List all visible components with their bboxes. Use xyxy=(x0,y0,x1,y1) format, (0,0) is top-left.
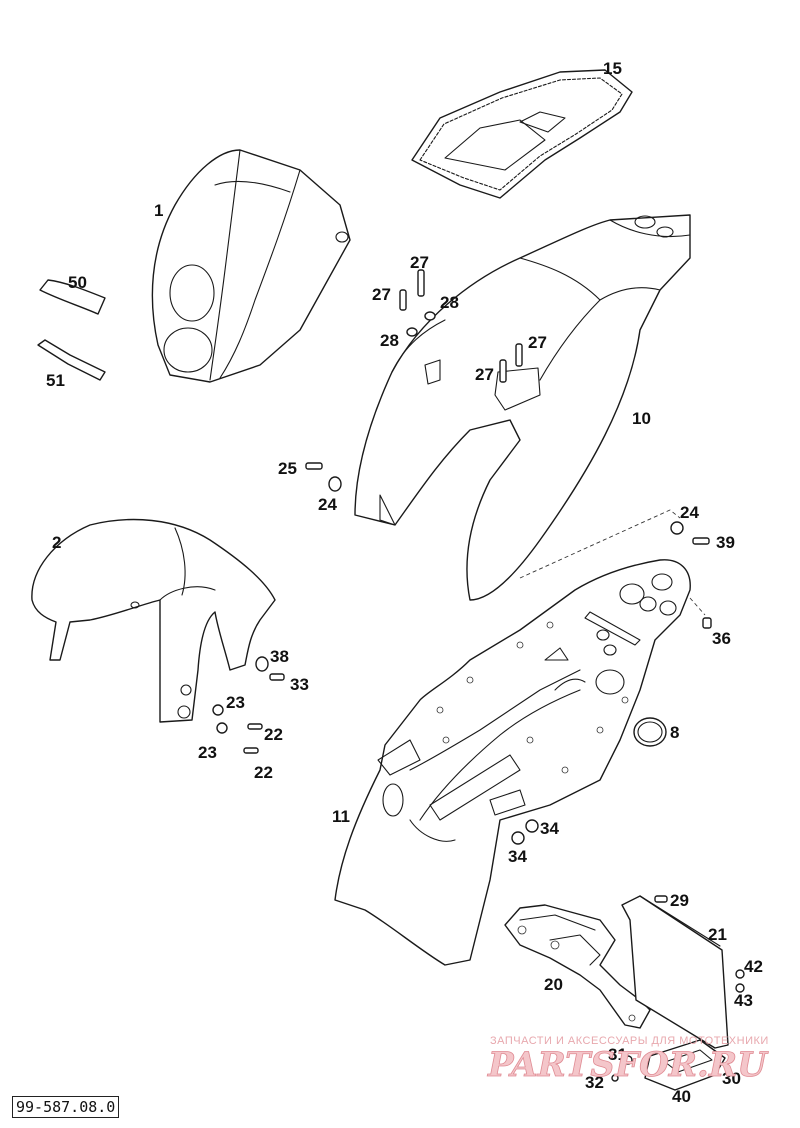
callout-2: 2 xyxy=(52,533,61,552)
callout-29: 29 xyxy=(670,891,689,910)
callouts: 15 1 50 51 27 27 28 28 27 27 10 25 24 24… xyxy=(46,59,763,1106)
callout-21: 21 xyxy=(708,925,727,944)
part-50-sticker xyxy=(39,279,106,315)
drawing-code: 99-587.08.0 xyxy=(12,1096,120,1118)
callout-33: 33 xyxy=(290,675,309,694)
part-21-plate-holder xyxy=(621,895,729,1049)
callout-40: 40 xyxy=(672,1087,691,1106)
callout-22: 22 xyxy=(254,763,273,782)
callout-10: 10 xyxy=(632,409,651,428)
callout-22: 22 xyxy=(264,725,283,744)
callout-50: 50 xyxy=(68,273,87,292)
leader-line xyxy=(519,509,681,579)
callout-27: 27 xyxy=(528,333,547,352)
callout-43: 43 xyxy=(734,991,753,1010)
callout-11: 11 xyxy=(332,807,350,826)
part-1-headlight-mask xyxy=(151,149,351,383)
callout-28: 28 xyxy=(380,331,399,350)
callout-34: 34 xyxy=(508,847,527,866)
callout-27: 27 xyxy=(475,365,494,384)
callout-15: 15 xyxy=(603,59,622,78)
callout-27: 27 xyxy=(372,285,391,304)
callout-24: 24 xyxy=(680,503,699,522)
fasteners-34 xyxy=(511,819,539,845)
callout-31: 31 xyxy=(608,1045,627,1064)
callout-34: 34 xyxy=(540,819,559,838)
callout-24: 24 xyxy=(318,495,337,514)
fasteners-25-24 xyxy=(305,462,712,629)
leader-line xyxy=(689,597,706,616)
watermark-logo: PARTSFOR.RU xyxy=(487,1045,769,1085)
callout-32: 32 xyxy=(585,1073,604,1092)
part-40-plate-light xyxy=(611,1039,726,1091)
callout-42: 42 xyxy=(744,957,763,976)
fasteners-fender xyxy=(212,656,285,754)
part-10-rear-cover xyxy=(354,214,691,601)
callout-8: 8 xyxy=(670,723,679,742)
callout-36: 36 xyxy=(712,629,731,648)
callout-51: 51 xyxy=(46,371,65,390)
callout-38: 38 xyxy=(270,647,289,666)
fasteners-27-28 xyxy=(399,269,523,383)
callout-1: 1 xyxy=(154,201,163,220)
part-15-seat-pad xyxy=(411,69,633,199)
fasteners-29-42-43 xyxy=(654,895,745,993)
callout-25: 25 xyxy=(278,459,297,478)
callout-23: 23 xyxy=(226,693,245,712)
callout-28: 28 xyxy=(440,293,459,312)
part-8-plug xyxy=(633,717,667,747)
callout-23: 23 xyxy=(198,743,217,762)
callout-30: 30 xyxy=(722,1069,741,1088)
part-51-sticker xyxy=(37,339,106,381)
callout-20: 20 xyxy=(544,975,563,994)
watermark-tagline: ЗАПЧАСТИ И АКСЕССУАРЫ ДЛЯ МОТОТЕХНИКИ xyxy=(490,1035,769,1047)
part-20-plate-bracket xyxy=(504,904,651,1029)
part-11-rear-mudguard xyxy=(334,559,691,966)
watermark: ЗАПЧАСТИ И АКСЕССУАРЫ ДЛЯ МОТОТЕХНИКИ PA… xyxy=(487,1035,770,1085)
callout-27: 27 xyxy=(410,253,429,272)
callout-39: 39 xyxy=(716,533,735,552)
part-2-front-fender xyxy=(31,518,276,723)
